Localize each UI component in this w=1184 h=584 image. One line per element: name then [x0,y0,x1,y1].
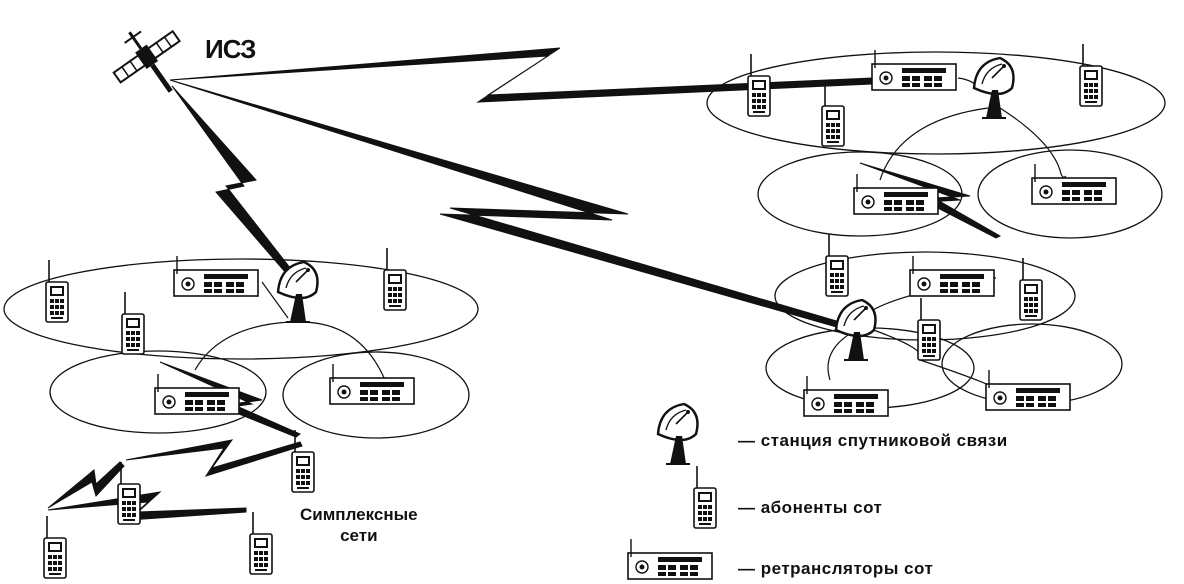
simplex-link-bolt [47,491,247,521]
simplex-label-line1: Симплексные [300,505,418,524]
repeater-icon [985,369,1071,411]
simplex-label-line2: сети [340,526,378,545]
handset-icon [383,247,407,311]
handset-icon [291,429,315,493]
handset-icon [117,461,141,525]
satellite-link-bolt [169,79,841,329]
repeater-icon [803,375,889,417]
repeater-icon [871,49,957,91]
simplex-link-bolt [125,439,303,477]
satellite-icon [112,29,181,93]
radio-link-bolt [159,361,301,438]
satellite-link-bolt [171,85,299,281]
handset-icon [43,515,67,579]
handset-icon [825,233,849,297]
cell-ellipse [282,351,470,439]
cell-ellipse [3,258,479,360]
simplex-link-bolt [47,461,125,509]
repeater-icon [909,255,995,297]
legend [627,402,717,580]
legend-repeater-text: — ретрансляторы сот [738,559,934,578]
radio-link-bolt [859,162,1002,239]
handset-icon [249,511,273,575]
repeater-icon [329,363,415,405]
satellite-station-icon [834,298,877,362]
cell-ellipse [977,149,1163,239]
handset-icon [45,259,69,323]
legend-subscriber-text: — абоненты сот [738,498,883,517]
simplex-networks-label: Симплексные сети [300,504,418,546]
repeater-icon [173,255,259,297]
legend-subscriber-icon [693,465,717,529]
repeater-icon [154,373,240,415]
handset-icon [917,297,941,361]
handset-icon [121,291,145,355]
repeater-icon [1031,163,1117,205]
legend-station-icon [656,402,699,466]
handset-icon [747,53,771,117]
repeater-icon [853,173,939,215]
legend-repeater-icon [627,538,713,580]
cell-ellipse [706,51,1166,155]
handset-icon [1079,43,1103,107]
handset-icon [821,83,845,147]
satellite-label: ИСЗ [205,34,256,64]
cell-ellipse [49,350,267,434]
legend-station-text: — станция спутниковой связи [738,431,1008,450]
